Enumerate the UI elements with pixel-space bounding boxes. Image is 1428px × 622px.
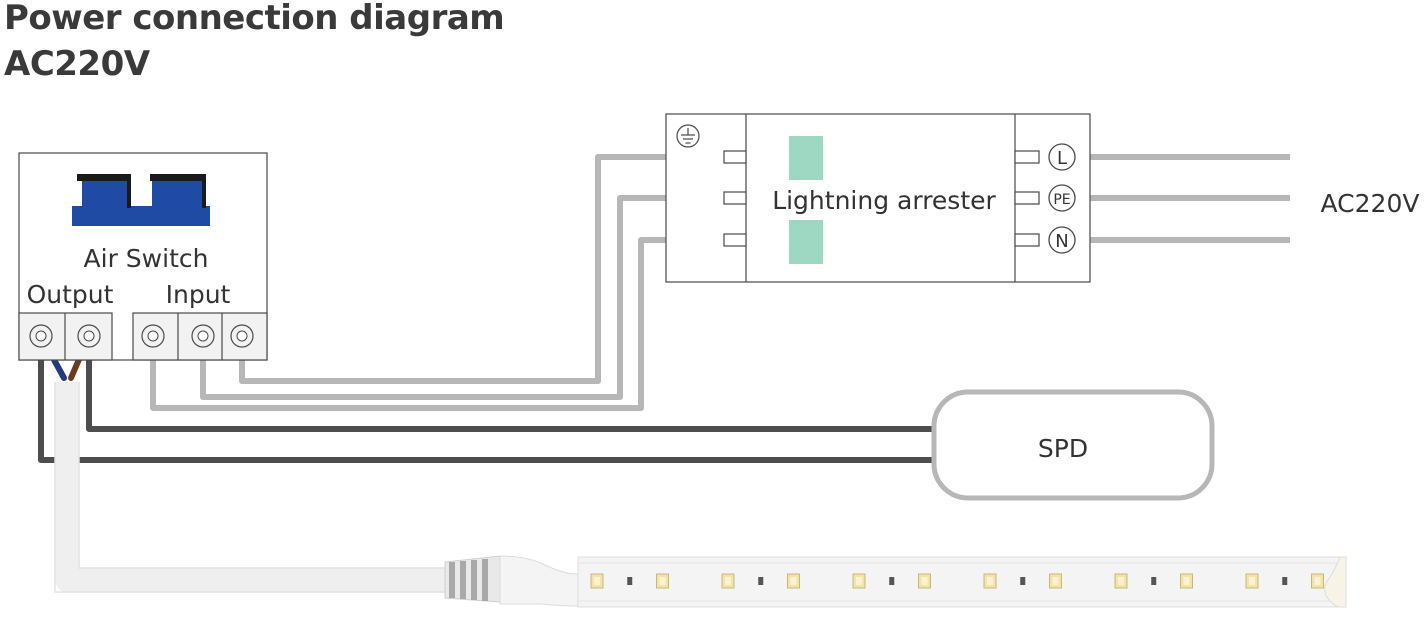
arrester-label: Lightning arrester [772, 186, 996, 215]
terminal-L-label: L [1057, 148, 1067, 169]
resistor-icon [758, 577, 764, 585]
input-label: Input [166, 280, 231, 309]
spd-device: SPD [931, 389, 1215, 501]
arrester-element-top [789, 136, 823, 180]
terminal-L: L [1048, 143, 1076, 171]
wire-input-1-to-arrester-top [239, 154, 738, 384]
led-chip-icon [918, 573, 931, 589]
led-chip-icon [656, 573, 669, 589]
led-feed-cable [54, 382, 450, 593]
resistor-icon [627, 577, 633, 585]
breaker-handle-icon [72, 174, 210, 226]
resistor-icon [889, 577, 895, 585]
terminal-screw-icon [230, 324, 254, 348]
led-chip-icon [590, 573, 604, 589]
spd-label: SPD [1038, 434, 1088, 463]
supply-voltage-label: AC220V [1321, 189, 1420, 218]
terminal-N-label: N [1055, 231, 1068, 252]
led-chip-icon [1311, 573, 1324, 589]
input-terminal-block [132, 312, 268, 361]
spd-wires [38, 345, 940, 463]
terminal-N: N [1048, 226, 1076, 254]
arrester-left-socket [723, 191, 747, 205]
resistor-icon [1151, 577, 1157, 585]
wire-input-2-to-arrester-mid [200, 195, 738, 400]
arrester-element-bottom [789, 220, 823, 264]
led-chip-icon [721, 573, 735, 589]
led-chip-icon [983, 573, 997, 589]
led-chip-icon [1049, 573, 1062, 589]
resistor-icon [1282, 577, 1288, 585]
terminal-screw-icon [141, 324, 165, 348]
diagram-subtitle: AC220V [4, 44, 150, 84]
resistor-icon [1020, 577, 1026, 585]
arrester-left-socket [723, 233, 747, 247]
output-label: Output [27, 280, 114, 309]
terminal-PE-label: PE [1053, 192, 1070, 208]
arrester-right-socket [1014, 191, 1040, 205]
led-strip [444, 555, 1347, 608]
led-chip-icon [1245, 573, 1259, 589]
terminal-screw-icon [29, 324, 53, 348]
terminal-screw-icon [77, 324, 101, 348]
air-switch: Air Switch Output Input [18, 152, 268, 361]
terminal-PE: PE [1048, 184, 1076, 212]
led-chip-icon [1114, 573, 1128, 589]
wire-output-brown-to-spd [86, 350, 940, 432]
air-switch-label: Air Switch [84, 244, 209, 273]
arrester-left-socket [723, 150, 747, 164]
terminal-screw-icon [191, 324, 215, 348]
output-terminal-block [18, 312, 113, 361]
wire-output-blue-to-spd [38, 345, 940, 463]
arrester-right-socket [1014, 233, 1040, 247]
lightning-arrester: Lightning arrester L PE N [665, 113, 1091, 283]
diagram-title: Power connection diagram [4, 0, 505, 38]
led-chip-icon [787, 573, 800, 589]
strip-body [577, 556, 1347, 608]
led-chip-icon [1180, 573, 1193, 589]
ground-symbol-icon [676, 124, 700, 148]
arrester-right-socket [1014, 150, 1040, 164]
led-chip-icon [852, 573, 866, 589]
